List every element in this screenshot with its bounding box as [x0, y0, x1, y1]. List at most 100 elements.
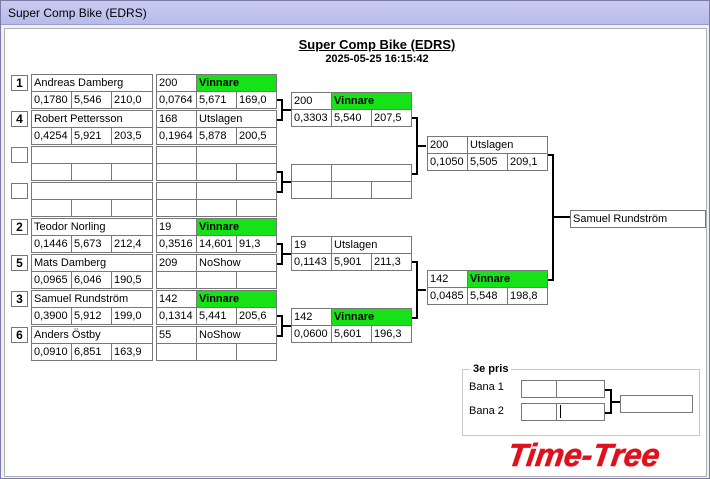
r1-number[interactable]	[156, 146, 197, 164]
r2-result[interactable]: Vinnare	[331, 308, 412, 326]
r1-result[interactable]: Vinnare	[196, 290, 277, 308]
racer-et[interactable]: 5,546	[71, 91, 112, 109]
r1-reaction[interactable]: 0,1314	[156, 307, 197, 325]
r2-et[interactable]: 5,601	[331, 325, 372, 343]
r2-reaction[interactable]: 0,1143	[291, 253, 332, 271]
r1-speed[interactable]	[236, 343, 277, 361]
r1-reaction[interactable]: 0,1964	[156, 127, 197, 145]
r3-speed[interactable]: 198,8	[507, 287, 548, 305]
r1-number[interactable]: 19	[156, 218, 197, 236]
r1-number[interactable]: 209	[156, 254, 197, 272]
r1-speed[interactable]	[236, 271, 277, 289]
racer-speed[interactable]: 212,4	[111, 235, 153, 253]
r1-speed[interactable]	[236, 163, 277, 181]
r1-speed[interactable]: 169,0	[236, 91, 277, 109]
r1-et[interactable]: 5,441	[196, 307, 237, 325]
r1-reaction[interactable]	[156, 163, 197, 181]
racer-name[interactable]: Anders Östby	[31, 326, 153, 344]
r1-et[interactable]	[196, 163, 237, 181]
r2-reaction[interactable]	[291, 181, 332, 199]
racer-reaction[interactable]: 0,1780	[31, 91, 72, 109]
r1-number[interactable]: 142	[156, 290, 197, 308]
racer-et[interactable]: 5,921	[71, 127, 112, 145]
racer-name[interactable]: Samuel Rundström	[31, 290, 153, 308]
lane1-field-b[interactable]	[556, 380, 605, 398]
r3-et[interactable]: 5,505	[467, 153, 508, 171]
racer-speed[interactable]: 210,0	[111, 91, 153, 109]
racer-speed[interactable]: 163,9	[111, 343, 153, 361]
r2-speed[interactable]: 207,5	[371, 109, 412, 127]
r1-speed[interactable]: 205,6	[236, 307, 277, 325]
r1-et[interactable]	[196, 271, 237, 289]
r1-result[interactable]: NoShow	[196, 254, 277, 272]
lane2-field-b[interactable]	[556, 403, 605, 421]
r1-result[interactable]: Vinnare	[196, 74, 277, 92]
r1-et[interactable]: 5,671	[196, 91, 237, 109]
r1-et[interactable]	[196, 343, 237, 361]
r1-speed[interactable]: 200,5	[236, 127, 277, 145]
lane2-field-a[interactable]	[521, 403, 557, 421]
racer-name[interactable]	[31, 182, 153, 200]
racer-name[interactable]: Robert Pettersson	[31, 110, 153, 128]
racer-et[interactable]: 5,912	[71, 307, 112, 325]
r1-speed[interactable]: 91,3	[236, 235, 277, 253]
racer-reaction[interactable]: 0,3900	[31, 307, 72, 325]
r3-result[interactable]: Vinnare	[467, 270, 548, 288]
r2-et[interactable]: 5,540	[331, 109, 372, 127]
r2-et[interactable]	[331, 181, 372, 199]
final-winner[interactable]: Samuel Rundström	[570, 210, 706, 228]
racer-reaction[interactable]	[31, 163, 72, 181]
r2-number[interactable]: 19	[291, 236, 332, 254]
r1-result[interactable]	[196, 146, 277, 164]
racer-name[interactable]	[31, 146, 153, 164]
racer-et[interactable]: 6,851	[71, 343, 112, 361]
r1-et[interactable]	[196, 199, 237, 217]
r2-number[interactable]	[291, 164, 332, 182]
r1-speed[interactable]	[236, 199, 277, 217]
r2-speed[interactable]: 211,3	[371, 253, 412, 271]
r1-number[interactable]: 55	[156, 326, 197, 344]
r3-number[interactable]: 142	[427, 270, 468, 288]
r2-result[interactable]	[331, 164, 412, 182]
racer-name[interactable]: Andreas Damberg	[31, 74, 153, 92]
racer-reaction[interactable]: 0,0965	[31, 271, 72, 289]
r1-result[interactable]	[196, 182, 277, 200]
r2-result[interactable]: Vinnare	[331, 92, 412, 110]
r1-result[interactable]: Vinnare	[196, 218, 277, 236]
racer-et[interactable]	[71, 199, 112, 217]
r3-speed[interactable]: 209,1	[507, 153, 548, 171]
r1-number[interactable]	[156, 182, 197, 200]
r3-reaction[interactable]: 0,0485	[427, 287, 468, 305]
racer-reaction[interactable]: 0,4254	[31, 127, 72, 145]
racer-speed[interactable]	[111, 163, 153, 181]
racer-et[interactable]: 6,046	[71, 271, 112, 289]
r3-et[interactable]: 5,548	[467, 287, 508, 305]
r1-result[interactable]: Utslagen	[196, 110, 277, 128]
racer-speed[interactable]: 203,5	[111, 127, 153, 145]
r1-reaction[interactable]: 0,3516	[156, 235, 197, 253]
racer-reaction[interactable]: 0,0910	[31, 343, 72, 361]
r2-number[interactable]: 200	[291, 92, 332, 110]
r1-et[interactable]: 5,878	[196, 127, 237, 145]
r1-et[interactable]: 14,601	[196, 235, 237, 253]
racer-reaction[interactable]	[31, 199, 72, 217]
r2-reaction[interactable]: 0,0600	[291, 325, 332, 343]
racer-speed[interactable]	[111, 199, 153, 217]
racer-name[interactable]: Teodor Norling	[31, 218, 153, 236]
lane1-field-a[interactable]	[521, 380, 557, 398]
racer-et[interactable]: 5,673	[71, 235, 112, 253]
r3-reaction[interactable]: 0,1050	[427, 153, 468, 171]
r1-reaction[interactable]: 0,0764	[156, 91, 197, 109]
third-place-result[interactable]	[620, 395, 693, 413]
racer-reaction[interactable]: 0,1446	[31, 235, 72, 253]
r1-result[interactable]: NoShow	[196, 326, 277, 344]
r1-reaction[interactable]	[156, 199, 197, 217]
r2-result[interactable]: Utslagen	[331, 236, 412, 254]
r3-result[interactable]: Utslagen	[467, 136, 548, 154]
r2-number[interactable]: 142	[291, 308, 332, 326]
r1-reaction[interactable]	[156, 271, 197, 289]
r1-reaction[interactable]	[156, 343, 197, 361]
r1-number[interactable]: 168	[156, 110, 197, 128]
r3-number[interactable]: 200	[427, 136, 468, 154]
r2-speed[interactable]	[371, 181, 412, 199]
